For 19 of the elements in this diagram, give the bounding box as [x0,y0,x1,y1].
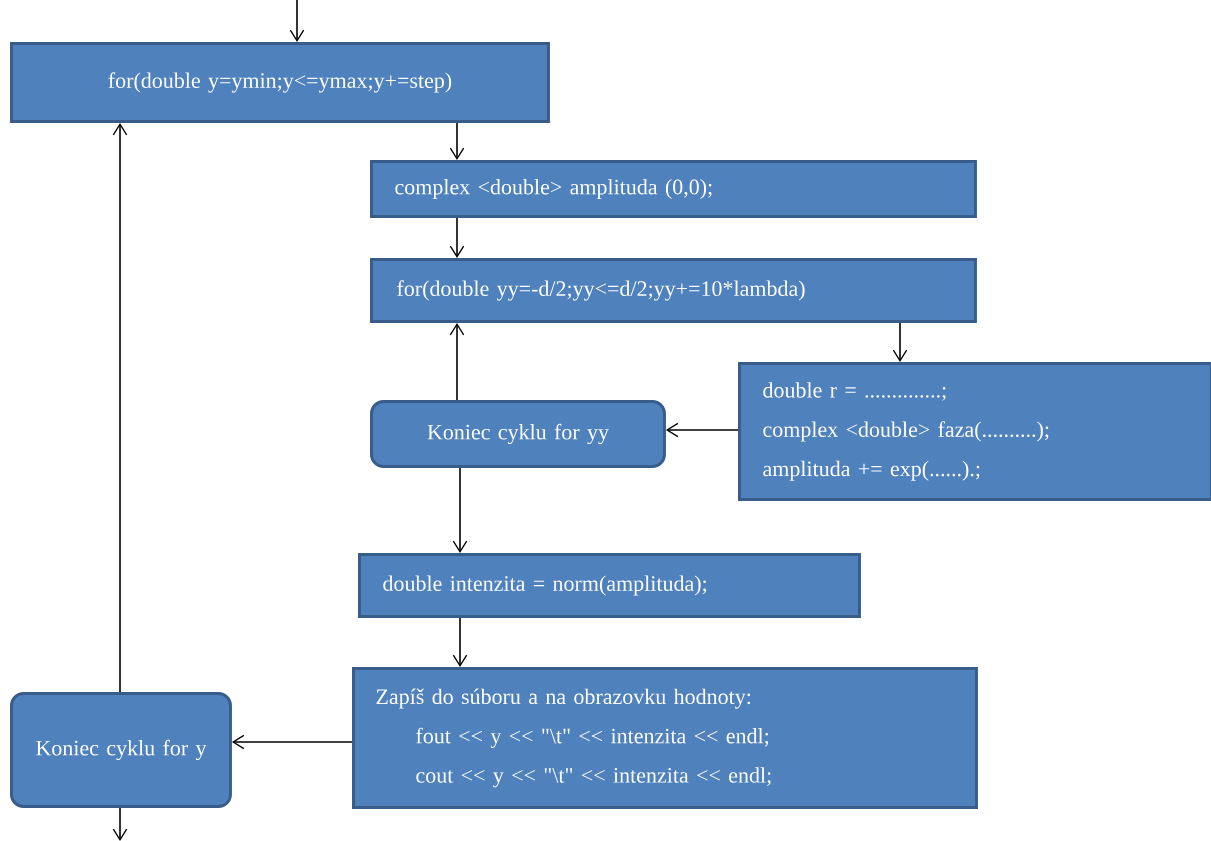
arrow [449,322,465,401]
process-box: for(double y=ymin;y<=ymax;y+=step) [10,42,550,123]
arrow [665,422,739,438]
process-box: for(double yy=-d/2;yy<=d/2;yy+=10*lambda) [370,258,977,323]
terminator-box: Koniec cyklu for y [10,692,232,808]
arrow [452,467,468,553]
arrow [112,122,128,693]
arrow [289,0,305,42]
arrow [449,122,465,160]
arrow [449,217,465,258]
terminator-box: Koniec cyklu for yy [370,400,666,468]
arrow [231,734,353,750]
arrow [892,322,908,362]
process-box: double intenzita = norm(amplituda); [358,553,861,618]
process-box: complex <double> amplituda (0,0); [370,160,977,218]
process-box: Zapíš do súboru a na obrazovku hodnoty: fout << y << "\t" << intenzita << endl; cout << y << "\t" << intenzita << endl; [352,667,978,809]
arrow [112,807,128,841]
process-box: double r = ..............; complex <double> faza(..........); amplituda += exp(......).; [738,362,1211,501]
arrow [452,617,468,667]
